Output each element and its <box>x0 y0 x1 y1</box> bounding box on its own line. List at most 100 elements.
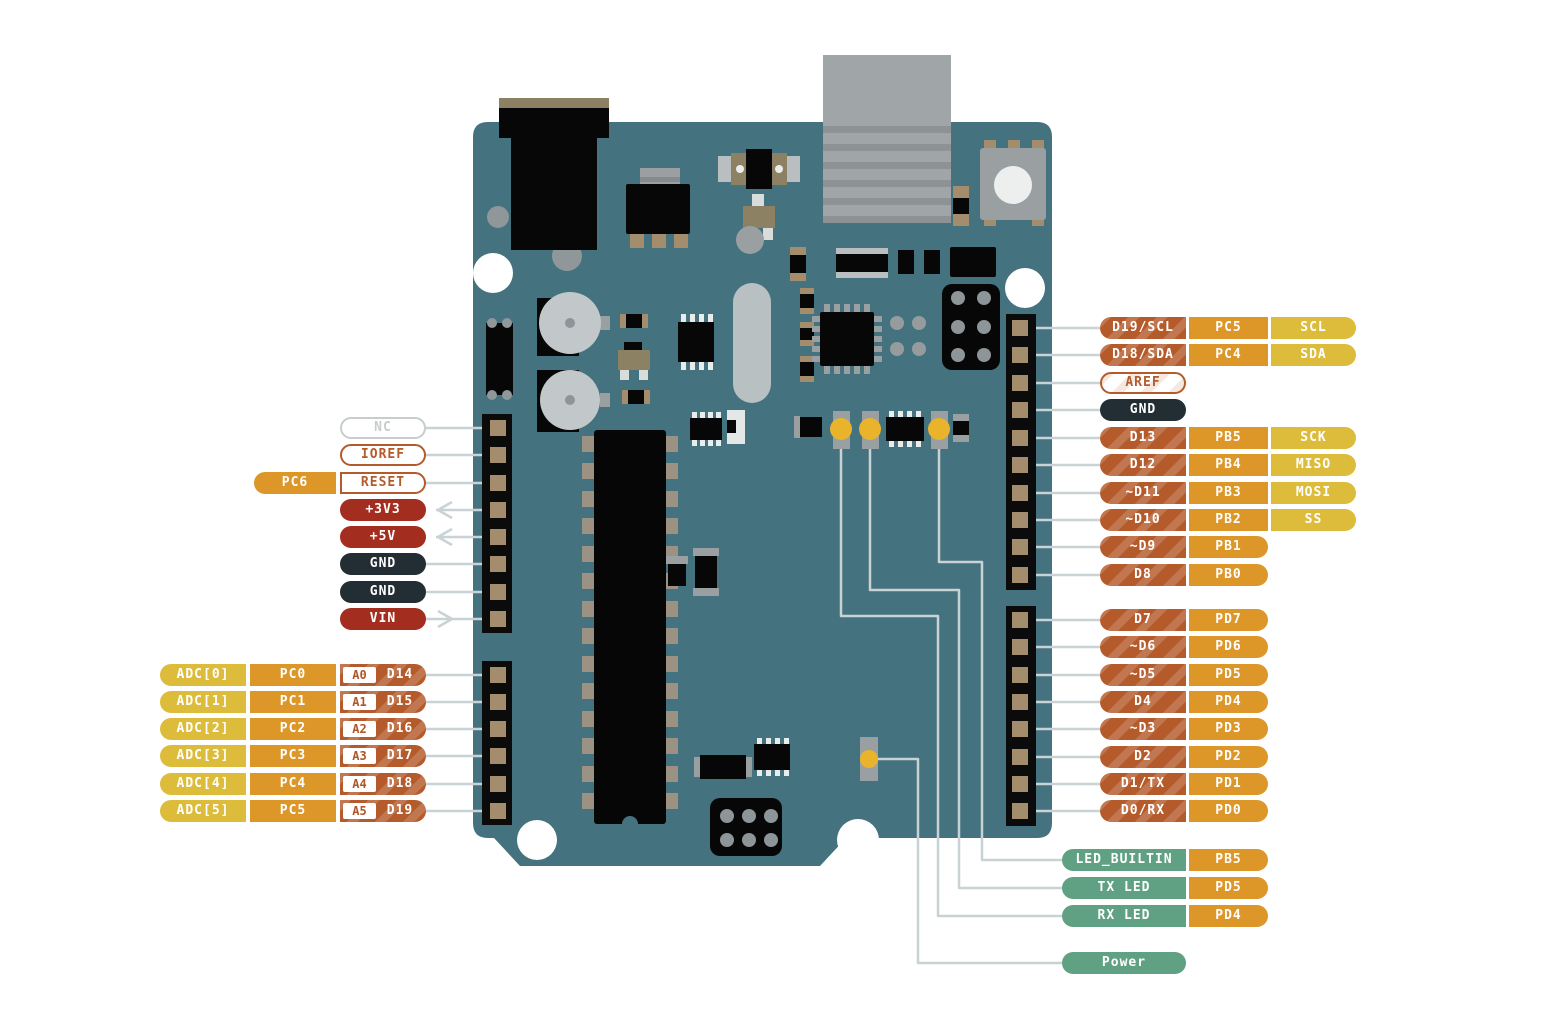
port-label: PD3 <box>1189 718 1268 740</box>
status-leds <box>830 411 950 449</box>
pin-label: D12 <box>1100 454 1186 476</box>
mounting-hole <box>1005 268 1045 308</box>
digital-alias: D14 <box>386 667 414 682</box>
pin-row-d10: ~D10 PB2 SS <box>0 509 1544 531</box>
mounting-holes <box>473 253 1045 861</box>
pin-label: ~D10 <box>1100 509 1186 531</box>
pin-label: D2 <box>1100 746 1186 768</box>
pin-row-aref: AREF <box>0 372 1544 394</box>
smd-column <box>800 288 814 382</box>
analog-name: A5 <box>343 803 376 819</box>
pin-row-d13: D13 PB5 SCK <box>0 427 1544 449</box>
analog-name: A0 <box>343 667 376 683</box>
tx-led <box>859 418 881 440</box>
usb-connector <box>823 55 951 223</box>
pin-row-d8: D8 PB0 <box>0 564 1544 586</box>
pin-label: D4 <box>1100 691 1186 713</box>
port-label: PD6 <box>1189 636 1268 658</box>
port-label: PD4 <box>1189 905 1268 927</box>
pin-row-d4: D4 PD4 <box>0 691 1544 713</box>
voltage-regulator <box>626 168 690 248</box>
pin-label-3v3: +3V3 <box>340 499 426 521</box>
icsp-header-bottom <box>710 798 782 856</box>
pin-row-5v: +5V <box>0 526 1544 548</box>
digital-alias: D16 <box>386 721 414 736</box>
pin-label-gnd: GND <box>340 553 426 575</box>
power-row: Power <box>0 952 1544 974</box>
port-label: PC4 <box>1189 344 1268 366</box>
pin-row-gnd-right: GND <box>0 399 1544 421</box>
pin-row-gnd-2: GND <box>0 581 1544 603</box>
function-label: MOSI <box>1271 482 1356 504</box>
pin-row-nc: NC <box>0 417 1544 439</box>
analog-pin-label: A1 D15 <box>340 691 426 713</box>
port-label: PC4 <box>250 773 336 795</box>
digital-alias: D18 <box>386 776 414 791</box>
port-label: PC5 <box>250 800 336 822</box>
adc-label: ADC[5] <box>160 800 246 822</box>
pin-row-3v3: +3V3 <box>0 499 1544 521</box>
pin-label-aref: AREF <box>1100 372 1186 394</box>
pin-row-d11: ~D11 PB3 MOSI <box>0 482 1544 504</box>
port-label: PD5 <box>1189 664 1268 686</box>
pin-label-vin: VIN <box>340 608 426 630</box>
port-label: PB2 <box>1189 509 1268 531</box>
pin-label: D13 <box>1100 427 1186 449</box>
pin-label-gnd: GND <box>340 581 426 603</box>
pin-label-ioref: IOREF <box>340 444 426 466</box>
led-row-builtin: LED_BUILTIN PB5 <box>0 849 1544 871</box>
digital-alias: D15 <box>386 694 414 709</box>
pin-label: ~D5 <box>1100 664 1186 686</box>
led-row-rx: RX LED PD4 <box>0 905 1544 927</box>
soic8-chip <box>678 314 714 370</box>
analog-name: A1 <box>343 694 376 710</box>
port-label: PB0 <box>1189 564 1268 586</box>
port-label: PD7 <box>1189 609 1268 631</box>
port-label: PD1 <box>1189 773 1268 795</box>
led-label: TX LED <box>1062 877 1186 899</box>
pin-label: D18/SDA <box>1100 344 1186 366</box>
led-label: RX LED <box>1062 905 1186 927</box>
pin-label-gnd: GND <box>1100 399 1186 421</box>
port-label: PB1 <box>1189 536 1268 558</box>
reset-button <box>980 140 1046 226</box>
port-label: PB3 <box>1189 482 1268 504</box>
pin-label: ~D3 <box>1100 718 1186 740</box>
pin-label: D1/TX <box>1100 773 1186 795</box>
function-label: SCK <box>1271 427 1356 449</box>
pin-row-reset: PC6 RESET <box>0 472 1544 494</box>
port-label: PC0 <box>250 664 336 686</box>
port-label: PB5 <box>1189 427 1268 449</box>
pin-row-d1: D1/TX PD1 <box>0 773 1544 795</box>
adc-label: ADC[2] <box>160 718 246 740</box>
pin-label: D7 <box>1100 609 1186 631</box>
pin-row-d3: ~D3 PD3 <box>0 718 1544 740</box>
power-led <box>860 750 878 768</box>
analog-name: A4 <box>343 776 376 792</box>
pin-row-d12: D12 PB4 MISO <box>0 454 1544 476</box>
port-label: PB4 <box>1189 454 1268 476</box>
via <box>736 226 764 254</box>
smd-parts-mid <box>666 548 719 596</box>
smd-row-bottom <box>694 737 878 781</box>
pin-row-d19: D19/SCL PC5 SCL <box>0 317 1544 339</box>
diode <box>718 149 800 189</box>
mounting-hole <box>517 820 557 860</box>
pin-label-5v: +5V <box>340 526 426 548</box>
analog-pin-label: A0 D14 <box>340 664 426 686</box>
mounting-hole <box>473 253 513 293</box>
pin-label-nc: NC <box>340 417 426 439</box>
rx-led <box>830 418 852 440</box>
pin-label: D8 <box>1100 564 1186 586</box>
pin-label: ~D11 <box>1100 482 1186 504</box>
pin-label: D0/RX <box>1100 800 1186 822</box>
pin-label: D19/SCL <box>1100 317 1186 339</box>
